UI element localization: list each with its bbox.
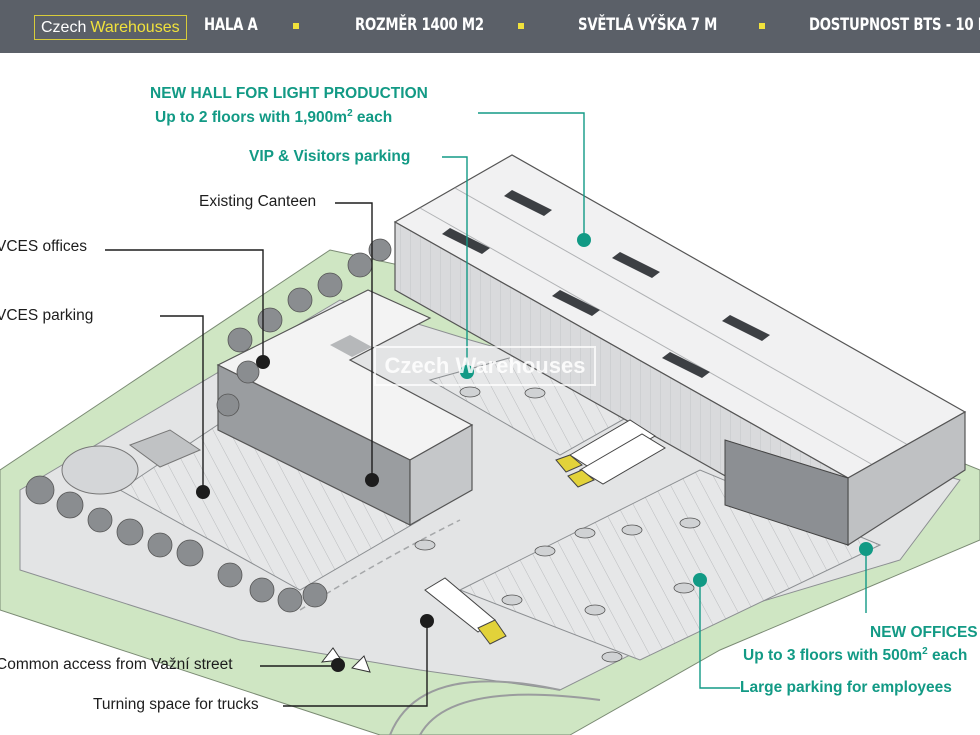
label-employee-parking: Large parking for employees [740,679,952,696]
label-new-offices-title: NEW OFFICES [870,624,978,641]
offices-side-wall [409,423,473,527]
label-turning-space: Turning space for trucks [93,696,259,713]
watermark: Czech Warehouses [374,346,596,386]
label-parking: VCES parking [0,307,94,324]
top-navigation-bar: Czech Warehouses HALA A ROZMĚR 1400 M2 S… [0,0,980,53]
leader-lines-teal [442,112,867,689]
label-common-access: Common access from Važní street [0,656,233,673]
label-canteen: Existing Canteen [199,193,317,210]
leader-dots-teal [460,233,873,587]
trees [25,238,392,613]
nav-item-size[interactable]: ROZMĚR 1400 M2 [355,15,484,35]
label-new-offices-sub: Up to 3 floors with 500m2 each [743,646,968,665]
nav-separator [293,23,299,29]
label-new-hall-sub: Up to 2 floors with 1,900m2 each [155,108,393,127]
leader-dots-dark [196,355,434,672]
label-new-hall-title: NEW HALL FOR LIGHT PRODUCTION [150,85,428,102]
label-offices: VCES offices [0,238,88,255]
nav-separator [759,23,765,29]
site-plan-drawing [0,112,980,735]
cars [414,386,701,663]
hall-office-block [724,439,849,546]
label-vip-parking: VIP & Visitors parking [249,148,411,165]
logo-text-czech: Czech [41,18,87,36]
nav-item-height[interactable]: SVĚTLÁ VÝŠKA 7 M [578,15,718,35]
nav-item-hala-a[interactable]: HALA A [204,15,258,35]
trucks [424,419,666,645]
site-logo[interactable]: Czech Warehouses [34,15,187,40]
nav-item-availability[interactable]: DOSTUPNOST BTS - 10 MĚ [809,15,980,35]
logo-text-warehouses: Warehouses [90,18,180,36]
nav-separator [518,23,524,29]
site-plan-illustration: Czech Warehouses NEW HALL FOR LIGHT PROD… [0,53,980,735]
leader-lines-dark [105,202,428,707]
